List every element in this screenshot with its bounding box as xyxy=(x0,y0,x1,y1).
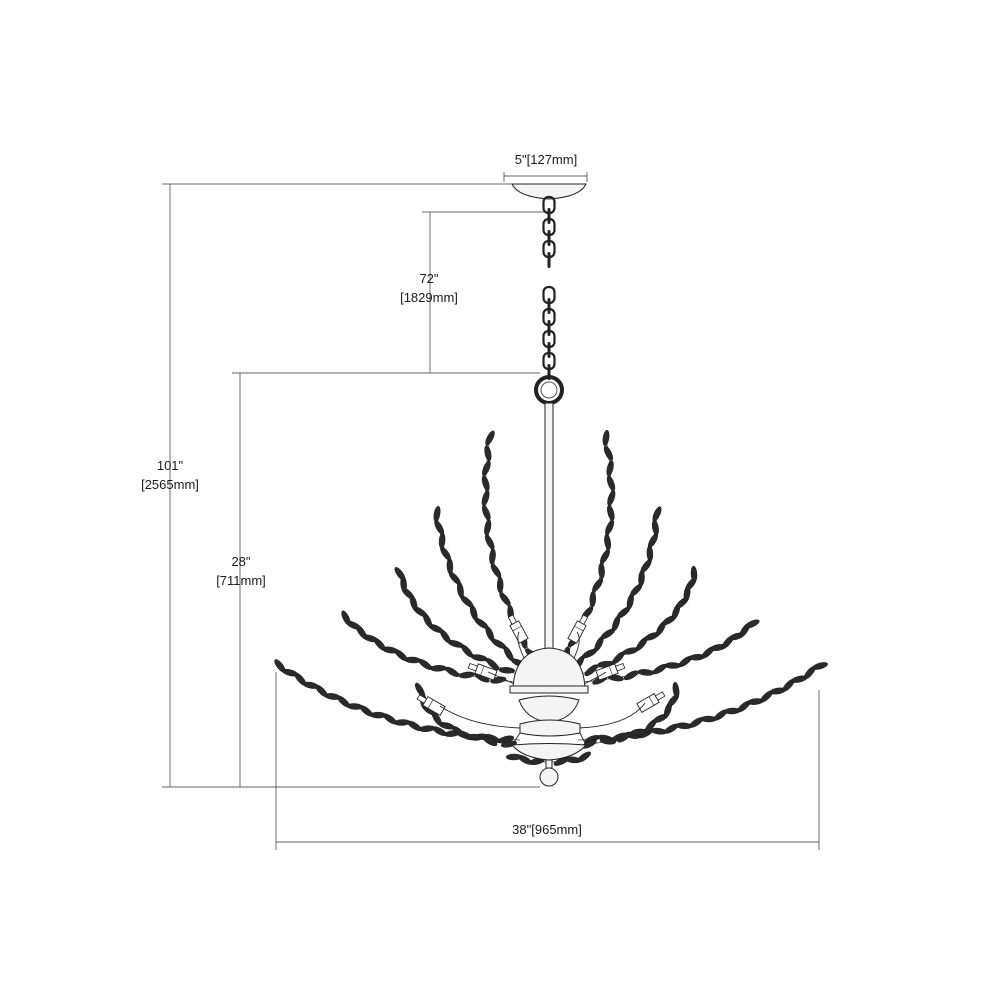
crystal-leaf xyxy=(465,733,482,741)
crystal-leaf xyxy=(505,753,523,761)
crystal-leaf xyxy=(606,460,614,477)
dim-fixture-width xyxy=(275,672,820,850)
crystal-leaf xyxy=(414,682,426,698)
chain-length-mm-label: [1829mm] xyxy=(400,290,458,305)
crystal-leaf xyxy=(482,460,491,476)
crystal-leaf xyxy=(589,590,597,608)
crystal-arm xyxy=(575,565,698,677)
upper-hub xyxy=(509,647,589,694)
crystal-leaf xyxy=(672,681,680,699)
crystal-leaf xyxy=(482,736,498,747)
bottom-finial xyxy=(539,759,559,787)
crystal-leaf xyxy=(498,667,515,674)
crystal-leaf xyxy=(577,751,591,763)
chain-length-in-label: 72" xyxy=(419,271,438,286)
crystal-leaf xyxy=(607,490,616,506)
candle-socket xyxy=(595,662,626,681)
crystal-leaf xyxy=(812,662,828,670)
crystal-leaf xyxy=(605,519,615,536)
crystal-leaf xyxy=(394,567,406,581)
crystal-leaf xyxy=(481,490,490,507)
crystal-leaf xyxy=(652,506,662,522)
crystal-leaf xyxy=(603,445,613,461)
crystal-leaf xyxy=(433,505,441,523)
chain-link xyxy=(547,342,551,358)
crystal-leaf xyxy=(482,505,491,521)
chain-link xyxy=(547,230,551,246)
crystal-leaf xyxy=(598,562,605,579)
dim-overall-height xyxy=(162,183,540,788)
crystal-leaf xyxy=(438,532,446,549)
overall-height-in-label: 101" xyxy=(157,458,184,473)
crystal-leaf xyxy=(637,669,654,676)
crystal-leaf xyxy=(599,737,617,745)
dim-chain-length xyxy=(422,211,544,374)
chain-link xyxy=(547,320,551,336)
crystal-arm xyxy=(505,753,550,766)
candle-socket xyxy=(416,694,446,716)
crystal-leaf xyxy=(490,563,502,578)
chain-lower xyxy=(542,285,556,380)
chain-link xyxy=(547,252,551,268)
dim-fixture-height xyxy=(232,372,422,787)
crystal-arm xyxy=(548,751,591,766)
crystal-leaf xyxy=(651,519,659,536)
crystal-leaf xyxy=(484,445,492,462)
crystal-leaf xyxy=(341,610,351,626)
crystal-leaf xyxy=(604,533,612,551)
dim-canopy-width xyxy=(503,172,588,182)
crystal-arm xyxy=(433,505,531,673)
crystal-leaf xyxy=(430,665,447,672)
crystal-leaf xyxy=(458,671,475,679)
chain-link xyxy=(547,298,551,314)
crystal-leaf xyxy=(274,659,286,673)
crystal-leaf xyxy=(600,549,610,564)
crystal-leaf xyxy=(499,592,511,606)
crystal-leaf xyxy=(623,670,639,681)
crystal-leaf xyxy=(471,654,488,662)
crystal-leaf xyxy=(607,504,615,521)
crystal-leaf xyxy=(489,548,496,565)
crystal-arm xyxy=(582,619,760,685)
crystal-leaf xyxy=(606,475,616,492)
crystal-arm xyxy=(567,681,680,749)
hanging-loop xyxy=(534,375,564,405)
crystal-leaf xyxy=(592,578,604,592)
crystal-arm xyxy=(394,567,523,677)
dimension-lines xyxy=(162,172,820,850)
center-stem xyxy=(544,402,554,669)
crystal-leaf xyxy=(744,619,760,629)
crystal-leaf xyxy=(602,429,610,447)
crystal-arm xyxy=(341,610,516,684)
crystal-leaf xyxy=(690,565,698,583)
dimension-labels: 5"[127mm] 72" [1829mm] 101" [2565mm] 28"… xyxy=(141,152,582,837)
crystal-leaf xyxy=(485,430,495,446)
canopy-width-label: 5"[127mm] xyxy=(515,152,577,167)
chain-link xyxy=(547,208,551,224)
fixture-height-mm-label: [711mm] xyxy=(216,573,266,588)
candle-socket xyxy=(636,691,666,713)
crystal-arm xyxy=(567,506,662,673)
chain-upper xyxy=(542,195,556,268)
crystal-leaf xyxy=(484,519,492,536)
crystal-leaf xyxy=(481,475,490,492)
canopy xyxy=(511,183,587,200)
crystal-leaf xyxy=(496,576,504,594)
fixture-width-label: 38"[965mm] xyxy=(512,822,582,837)
overall-height-mm-label: [2565mm] xyxy=(141,477,199,492)
lower-body xyxy=(510,695,588,761)
fixture-height-in-label: 28" xyxy=(231,554,250,569)
candle-socket xyxy=(507,614,529,644)
candle-sockets xyxy=(416,614,666,729)
crystal-leaf xyxy=(484,534,495,550)
